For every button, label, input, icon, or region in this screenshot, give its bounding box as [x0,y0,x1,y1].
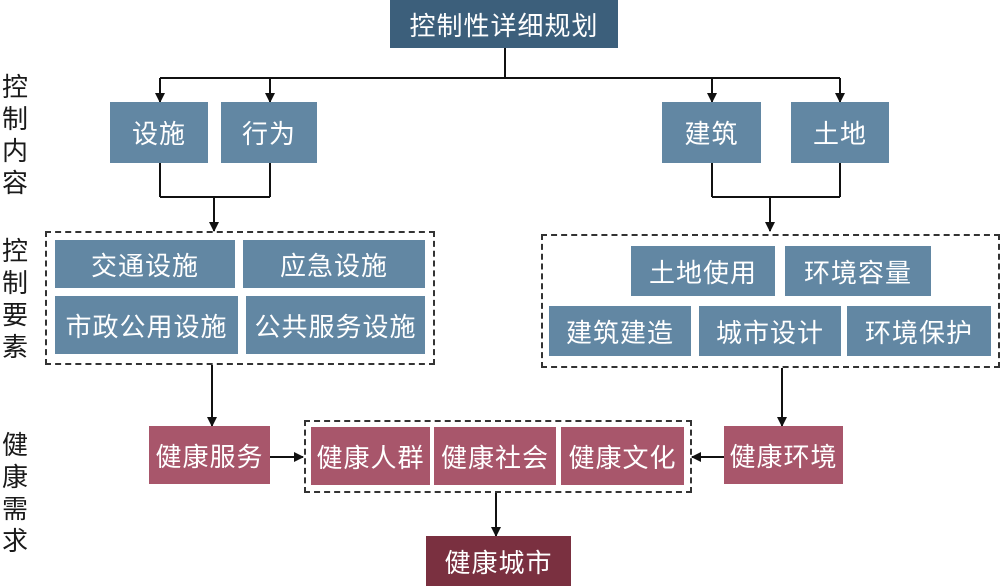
health-environment-label: 健康环境 [729,442,838,473]
urban-design-box: 城市设计 [699,306,841,356]
land-label: 土地 [812,120,867,150]
behavior-label: 行为 [241,120,296,150]
health-population-label: 健康人群 [316,443,425,474]
title-box: 控制性详细规划 [390,0,618,48]
health-service-label: 健康服务 [155,442,264,473]
env-capacity-box: 环境容量 [785,246,931,296]
municipal-facility-box: 市政公用设施 [55,296,238,354]
health-society-box: 健康社会 [434,427,556,485]
healthy-city-label: 健康城市 [444,548,553,579]
healthy-city-box: 健康城市 [426,536,571,586]
public-service-facility-label: 公共服务设施 [254,312,417,343]
health-culture-box: 健康文化 [561,427,684,485]
building-label: 建筑 [684,120,739,150]
env-protection-box: 环境保护 [847,306,991,356]
facility-label: 设施 [131,120,186,150]
side-label-health-needs: 健 康 需 求 [2,431,29,557]
behavior-box: 行为 [221,102,317,163]
public-service-facility-box: 公共服务设施 [246,296,425,354]
emergency-facility-box: 应急设施 [243,240,425,288]
health-environment-box: 健康环境 [724,426,843,484]
building-box: 建筑 [662,102,761,163]
health-service-box: 健康服务 [149,426,270,484]
building-construction-label: 建筑建造 [565,318,674,349]
health-culture-label: 健康文化 [568,443,677,474]
facility-elements-group [45,231,435,365]
land-use-box: 土地使用 [631,246,775,296]
title-label: 控制性详细规划 [409,11,599,42]
urban-design-label: 城市设计 [715,318,824,349]
land-use-label: 土地使用 [648,258,757,289]
land-building-elements-group [541,234,1000,368]
land-box: 土地 [791,102,889,163]
health-core-group [304,420,692,493]
health-population-box: 健康人群 [311,427,430,485]
traffic-facility-label: 交通设施 [90,251,199,282]
env-capacity-label: 环境容量 [803,258,912,289]
traffic-facility-box: 交通设施 [55,240,235,288]
emergency-facility-label: 应急设施 [279,251,388,282]
municipal-facility-label: 市政公用设施 [65,312,228,343]
side-label-control-content: 控 制 内 容 [2,73,29,199]
health-society-label: 健康社会 [440,443,549,474]
env-protection-label: 环境保护 [864,318,973,349]
building-construction-box: 建筑建造 [549,306,691,356]
side-label-control-elements: 控 制 要 素 [2,237,29,363]
facility-box: 设施 [110,102,208,163]
